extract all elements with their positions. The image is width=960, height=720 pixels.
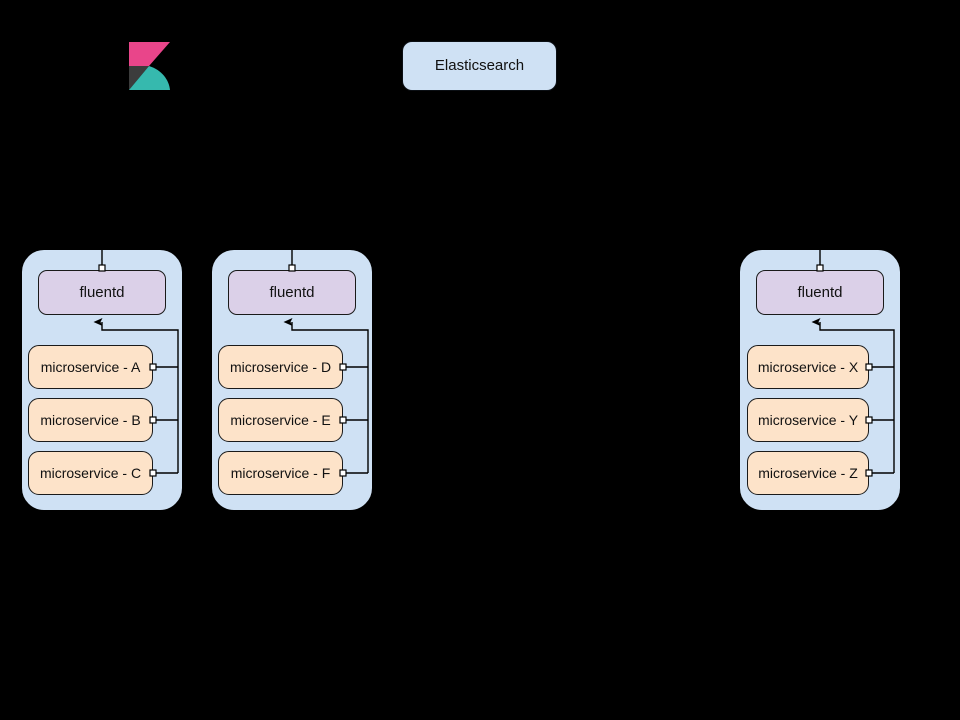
cluster-3-microservice-y[interactable]: microservice - Y <box>747 398 869 442</box>
cluster-3-microservice-x[interactable]: microservice - X <box>747 345 869 389</box>
microservice-label: microservice - Z <box>758 464 858 481</box>
kibana-logo <box>129 42 170 90</box>
microservice-label: microservice - B <box>40 411 141 428</box>
fluentd-label: fluentd <box>797 283 843 301</box>
cluster-2-fluentd[interactable]: fluentd <box>228 270 356 315</box>
microservice-label: microservice - D <box>229 358 332 375</box>
microservice-label: microservice - F <box>230 464 331 481</box>
microservice-label: microservice - C <box>39 464 142 481</box>
cluster-2-microservice-f[interactable]: microservice - F <box>218 451 343 495</box>
cluster-1-microservice-a[interactable]: microservice - A <box>28 345 153 389</box>
node-elasticsearch[interactable]: Elasticsearch <box>402 41 557 91</box>
cluster-2-microservice-d[interactable]: microservice - D <box>218 345 343 389</box>
elasticsearch-label: Elasticsearch <box>434 57 525 74</box>
fluentd-label: fluentd <box>79 283 125 301</box>
cluster-3-microservice-z[interactable]: microservice - Z <box>747 451 869 495</box>
microservice-label: microservice - A <box>40 358 141 375</box>
cluster-1-fluentd[interactable]: fluentd <box>38 270 166 315</box>
microservice-label: microservice - X <box>757 358 859 375</box>
microservice-label: microservice - Y <box>757 411 859 428</box>
cluster-2-microservice-e[interactable]: microservice - E <box>218 398 343 442</box>
cluster-1-microservice-c[interactable]: microservice - C <box>28 451 153 495</box>
cluster-1-microservice-b[interactable]: microservice - B <box>28 398 153 442</box>
fluentd-label: fluentd <box>269 283 315 301</box>
microservice-label: microservice - E <box>230 411 331 428</box>
cluster-3-fluentd[interactable]: fluentd <box>756 270 884 315</box>
